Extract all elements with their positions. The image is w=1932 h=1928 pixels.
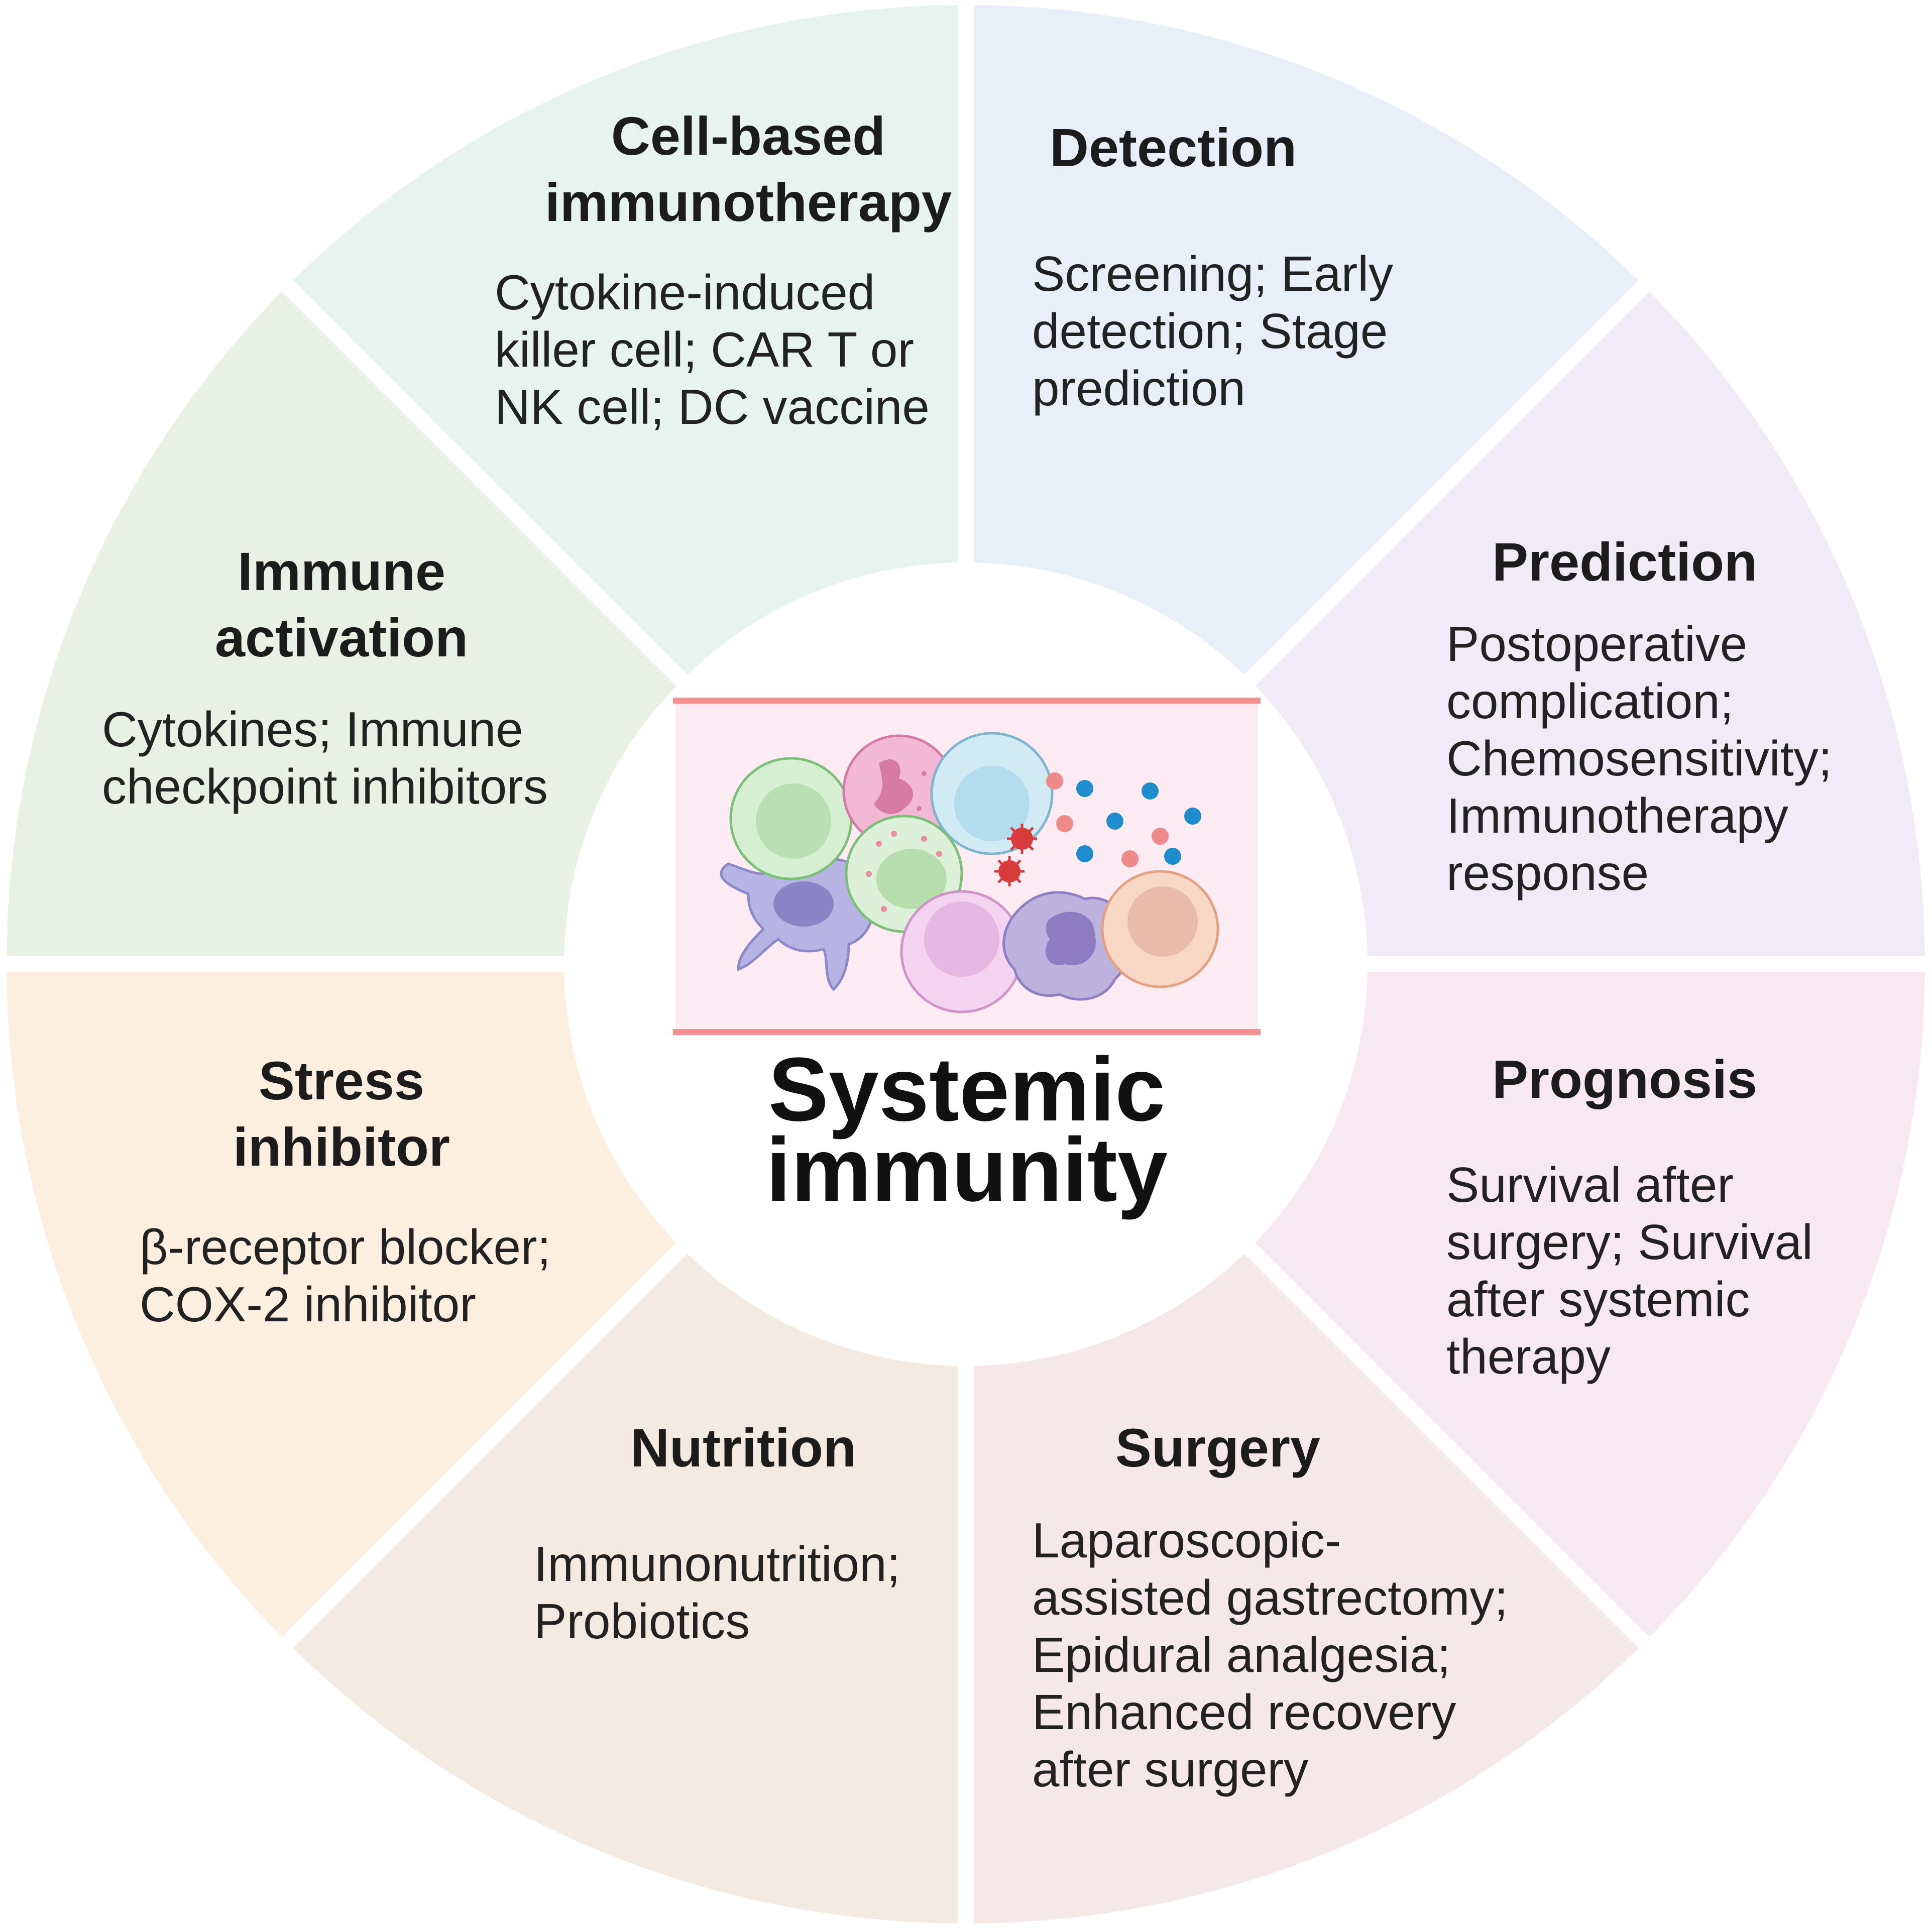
segment-detection	[973, 5, 1639, 675]
segment-nutrition	[293, 1254, 958, 1923]
immune-cells-illustration	[673, 698, 1261, 1035]
prognosis-title: Prognosis	[1492, 1049, 1758, 1109]
immune-activation-title: Immune activation	[214, 541, 469, 668]
nutrition-title: Nutrition	[630, 1417, 856, 1478]
detection-body: Screening; Early detection; Stage predic…	[1032, 246, 1394, 416]
prediction-title: Prediction	[1492, 531, 1758, 592]
stress-inhibitor-body: β-receptor blocker; COX-2 inhibitor	[140, 1219, 551, 1332]
center-title: Systemic immunity	[765, 1039, 1168, 1220]
segment-prognosis	[1255, 972, 1925, 1637]
segments-layer	[7, 5, 1925, 1923]
immune-activation-body: Cytokines; Immune checkpoint inhibitors	[102, 702, 548, 814]
stress-inhibitor-title: Stress inhibitor	[233, 1050, 450, 1177]
segment-stress	[7, 972, 676, 1637]
monocyte-blue-icon	[930, 732, 1054, 855]
segment-cell-based	[293, 5, 958, 675]
lymphocyte-green-icon	[729, 757, 853, 880]
detection-title: Detection	[1050, 117, 1297, 178]
macrophage-purple-icon	[1002, 891, 1131, 1001]
prognosis-body: Survival after surgery; Survival after s…	[1446, 1157, 1813, 1384]
lymphocyte-orange-icon	[1101, 870, 1219, 988]
lymphocyte-pink-icon	[900, 890, 1024, 1013]
platelet-icon	[994, 824, 1037, 886]
cell-based-body: Cytokine-induced killer cell; CAR T or N…	[495, 265, 930, 434]
cell-based-title: Cell-based immunotherapy	[544, 105, 952, 233]
segment-surgery	[973, 1254, 1639, 1923]
nutrition-body: Immunonutrition; Probiotics	[534, 1536, 900, 1649]
cytokine-dots-icon	[1046, 772, 1201, 867]
prediction-body: Postoperative complication; Chemosensiti…	[1446, 616, 1832, 900]
segment-immune-activation	[7, 291, 676, 957]
surgery-title: Surgery	[1115, 1417, 1321, 1478]
surgery-body: Laparoscopic- assisted gastrectomy; Epid…	[1032, 1513, 1508, 1797]
segment-prediction	[1255, 291, 1925, 957]
